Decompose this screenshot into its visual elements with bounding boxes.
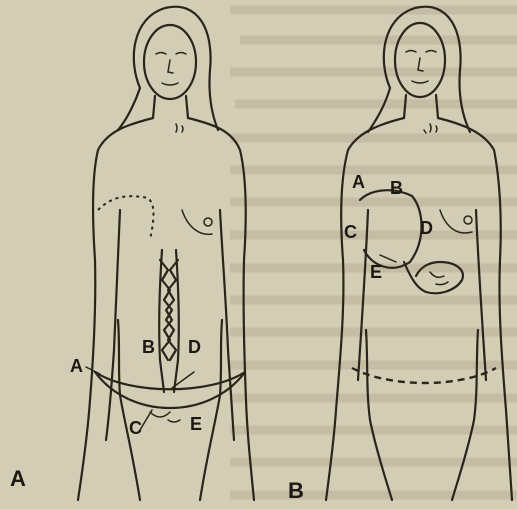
figure-a-muscle-strip (159, 250, 179, 392)
figure-b-label-c: C (344, 222, 357, 242)
figure-b-panel-letter: B (288, 478, 304, 503)
figure-a-abdominal-flap (95, 372, 245, 408)
figure-b-face (406, 51, 436, 84)
figure-b-nipple (464, 216, 472, 224)
figure-a-label-d: D (188, 337, 201, 357)
figure-b-label-a: A (352, 172, 365, 192)
figure-b-label-e: E (370, 262, 382, 282)
figure-a-label-a: A (70, 356, 83, 376)
figure-a-label-c: C (129, 418, 142, 438)
figure-a-face (156, 53, 186, 86)
figure-b-abdominal-scar (352, 368, 496, 383)
figure-a-nipple (204, 218, 212, 226)
figure-b-label-b: B (390, 178, 403, 198)
figure-a-label-e: E (190, 414, 202, 434)
figure-a-dotted-flap-outline (98, 196, 154, 240)
figure-a-panel-letter: A (10, 466, 26, 491)
figure-a: A B C D E A (10, 7, 254, 500)
figure-b-label-d: D (420, 218, 433, 238)
figure-a-label-b: B (142, 337, 155, 357)
